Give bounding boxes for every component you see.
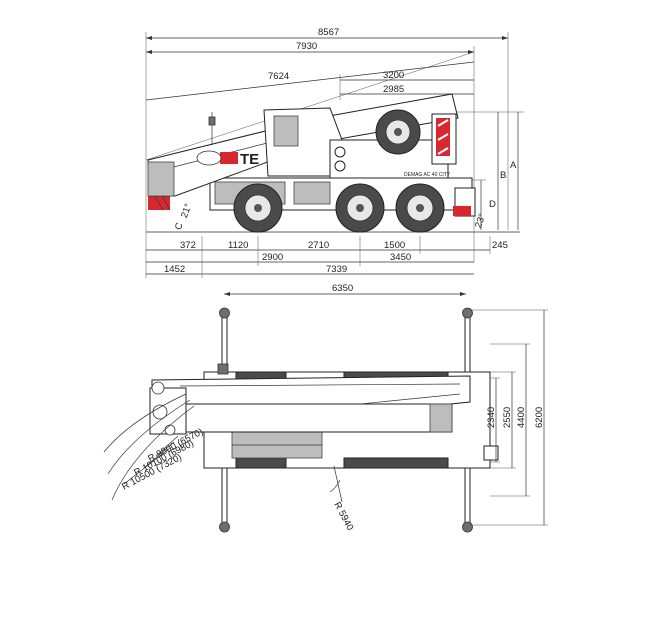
right-angle-label: 23° [473,212,488,229]
wheel-1 [233,183,283,233]
boom-top [149,375,471,436]
swing-radius-arcs [103,393,343,503]
wheel-3 [395,183,445,233]
dim-6350: 6350 [332,283,353,294]
top-dimension-lines [145,32,509,278]
axle-dim-7339: 7339 [326,264,347,275]
logo-red-square [220,152,238,164]
axle-dim-1500: 1500 [384,240,405,251]
dim-7930: 7930 [296,41,317,52]
height-label-a: A [510,160,517,171]
dim-8567: 8567 [318,27,339,38]
width-2550: 2550 [502,407,513,428]
width-2340: 2340 [486,407,497,428]
dim-2985: 2985 [383,84,404,95]
height-label-d: D [489,199,496,210]
top-view: 6350 [103,283,548,532]
wheel-2 [335,183,385,233]
rear-warning-stripe [453,206,471,216]
axle-dim-2900: 2900 [262,252,283,263]
superstructure [196,107,457,179]
left-angle-label: 21° [179,202,194,219]
spare-wheel [375,109,421,155]
radius-5940: R 5940 [331,500,355,532]
side-view: 8567 7930 7624 3200 2985 A B D 23° C 21° [145,27,524,278]
left-label-c: C [173,221,186,231]
axle-dim-245: 245 [492,240,508,251]
axle-dim-1452: 1452 [164,264,185,275]
dim-3200: 3200 [383,70,404,81]
axle-dim-372: 372 [180,240,196,251]
width-6200: 6200 [534,407,545,428]
axle-dim-1120: 1120 [228,240,248,251]
width-4400: 4400 [516,407,527,428]
dim-7624: 7624 [268,71,289,82]
axle-dim-2710: 2710 [308,240,329,251]
height-label-b: B [500,170,506,181]
model-text: DEMAG AC 40 CITY [404,172,451,178]
axle-dim-3450: 3450 [390,252,411,263]
width-dimension-lines [470,309,548,526]
axle-dimension-lines [146,236,491,278]
brand-text: TE [240,151,259,168]
